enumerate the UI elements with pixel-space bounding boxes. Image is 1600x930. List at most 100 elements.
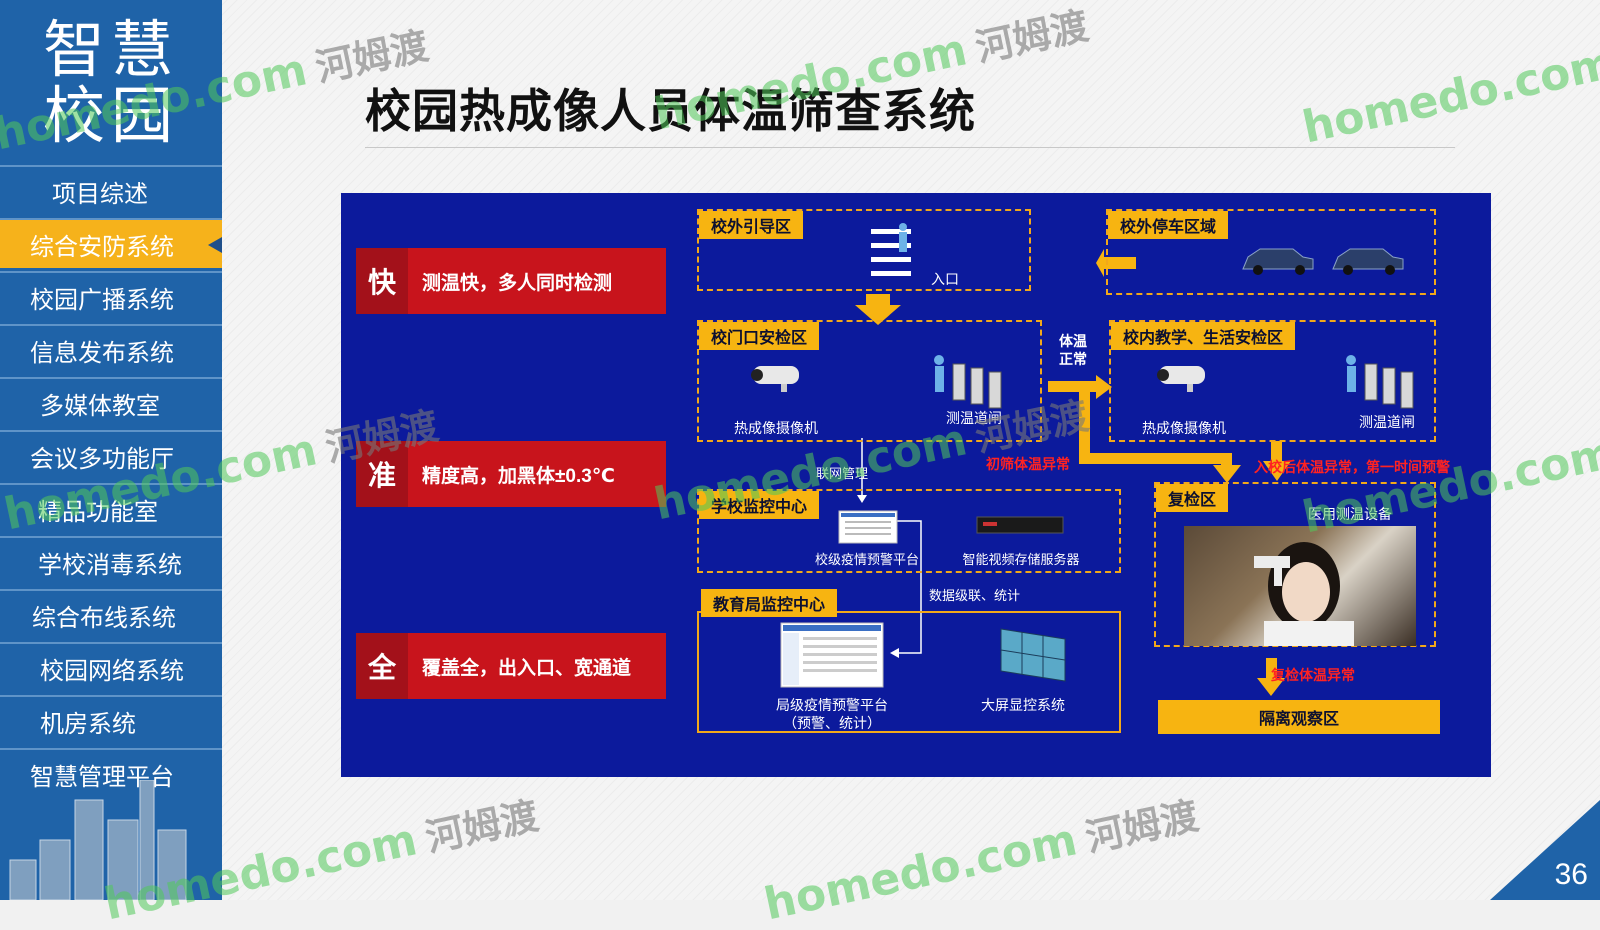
- brand-line-2: 校园: [42, 78, 179, 152]
- line-data-head: [890, 648, 899, 658]
- school-platform-label: 校级疫情预警平台: [814, 553, 920, 568]
- arrow-iso-head: [1257, 678, 1285, 696]
- zone-tag: 复检区: [1156, 484, 1229, 512]
- line-data-cascade: [891, 520, 922, 654]
- feature-text: 测温快，多人同时检测: [422, 272, 613, 294]
- recheck-abnormal-label: 复检体温异常: [1271, 667, 1355, 683]
- sidebar-item-network[interactable]: 校园网络系统: [0, 642, 222, 692]
- sidebar: 智慧 校园 项目综述 综合安防系统 校园广播系统 信息发布系统 多媒体教室 会议…: [0, 0, 222, 900]
- sidebar-item-label: 校园广播系统: [30, 286, 174, 314]
- sidebar-item-label: 精品功能室: [38, 498, 158, 526]
- arrow-inner-shaft: [1271, 441, 1282, 463]
- brand-logo-text: 智慧 校园: [0, 0, 222, 165]
- zone-outside-parking: 校外停车区域: [1106, 209, 1436, 295]
- zone-recheck: 复检区 医用测温设备: [1154, 482, 1436, 647]
- bureau-platform-sublabel: （预警、统计）: [783, 716, 881, 732]
- arrow-normal-head: [1096, 375, 1112, 399]
- thermal-camera-icon: [751, 366, 799, 392]
- sidebar-item-function-room[interactable]: 精品功能室: [0, 483, 222, 533]
- inside-abnormal-label: 入校后体温异常，第一时间预警: [1254, 459, 1450, 475]
- sidebar-item-label: 综合布线系统: [32, 604, 176, 632]
- zone-school-monitor: 学校监控中心 校级疫情预警平台 智能视频存储服务器: [697, 489, 1121, 573]
- video-server-label: 智能视频存储服务器: [962, 553, 1080, 568]
- arrow-guide-to-gate: [855, 294, 901, 325]
- car-icon: [1242, 248, 1404, 275]
- sidebar-item-broadcast[interactable]: 校园广播系统: [0, 271, 222, 321]
- temperature-check-photo: [1184, 526, 1416, 646]
- bureau-platform-screen-icon: [780, 622, 884, 688]
- feature-text: 精度高，加黑体±0.3℃: [422, 465, 615, 487]
- camera-label: 热成像摄像机: [1142, 421, 1226, 437]
- arrow-parking-to-guide: [1096, 249, 1136, 277]
- sidebar-item-disinfection[interactable]: 学校消毒系统: [0, 536, 222, 586]
- arrow-inner-head: [1263, 461, 1291, 481]
- zone-tag: 校门口安检区: [699, 322, 820, 350]
- sidebar-item-meeting-hall[interactable]: 会议多功能厅: [0, 430, 222, 480]
- temp-normal-line-2: 正常: [1059, 352, 1087, 368]
- zone-tag: 校内教学、生活安检区: [1111, 322, 1296, 350]
- line-network-head: [857, 495, 867, 503]
- city-skyline-image: [9, 780, 187, 900]
- zone-bureau-monitor: 教育局监控中心 局级疫情预警平台 （预警、统计） 大屏显控系统: [697, 589, 1121, 733]
- sidebar-item-cabling[interactable]: 综合布线系统: [0, 589, 222, 639]
- zone-tag: 教育局监控中心: [701, 589, 838, 617]
- arrow-abnormal-head: [1213, 465, 1241, 483]
- zone-tag: 学校监控中心: [699, 491, 820, 519]
- gate-label: 测温道闸: [946, 411, 1002, 427]
- isolation-zone: 隔离观察区: [1158, 700, 1440, 734]
- page-title: 校园热成像人员体温筛查系统: [365, 85, 976, 137]
- feature-complete: 全 覆盖全，出入口、宽通道: [356, 633, 666, 699]
- sidebar-item-security[interactable]: 综合安防系统: [0, 218, 222, 268]
- feature-accurate: 准 精度高，加黑体±0.3℃: [356, 441, 666, 507]
- diagram-panel: 快 测温快，多人同时检测 准 精度高，加黑体±0.3℃ 全 覆盖全，出入口、宽通…: [341, 193, 1491, 777]
- monitor-screen-icon: [838, 510, 898, 544]
- gate-label: 测温道闸: [1359, 415, 1415, 431]
- arrow-abnormal-horizontal: [1079, 453, 1229, 464]
- sidebar-item-overview[interactable]: 项目综述: [0, 165, 222, 215]
- temp-normal-label: 体温 正常: [1059, 333, 1087, 369]
- active-caret-icon: [208, 237, 222, 253]
- flow-connectors: [855, 249, 1291, 696]
- sidebar-item-label: 多媒体教室: [40, 392, 160, 420]
- video-wall-icon: [1000, 628, 1066, 682]
- temperature-gate-icon: [1346, 355, 1414, 409]
- sidebar-item-machine-room[interactable]: 机房系统: [0, 695, 222, 745]
- zone-tag: 校外停车区域: [1108, 211, 1229, 239]
- zone-gate-check: 校门口安检区 热成像摄像机 测温道闸: [697, 320, 1042, 442]
- title-divider: [365, 147, 1455, 148]
- zone-outside-guide: 校外引导区 入口: [697, 209, 1031, 291]
- brand-line-1: 智慧: [42, 12, 179, 86]
- arrow-abnormal-vertical: [1079, 389, 1090, 461]
- thermal-camera-icon: [1157, 366, 1205, 392]
- pedestrian-crossing-icon: [871, 223, 911, 276]
- corner-decoration: [1490, 800, 1600, 900]
- video-server-icon: [976, 516, 1064, 534]
- sidebar-item-label: 校园网络系统: [40, 657, 184, 685]
- network-label: 联网管理: [816, 467, 869, 482]
- arrow-normal-shaft: [1048, 381, 1098, 392]
- camera-label: 热成像摄像机: [734, 421, 818, 437]
- sidebar-item-label: 项目综述: [52, 180, 148, 208]
- arrow-abnormal-down: [1221, 453, 1232, 467]
- feature-char: 全: [356, 633, 408, 699]
- temperature-gate-icon: [934, 355, 1002, 409]
- video-wall-label: 大屏显控系统: [981, 698, 1065, 714]
- feature-fast: 快 测温快，多人同时检测: [356, 248, 666, 314]
- arrow-iso-shaft: [1266, 658, 1277, 680]
- sidebar-item-label: 信息发布系统: [30, 339, 174, 367]
- initial-abnormal-label: 初筛体温异常: [986, 456, 1070, 472]
- sidebar-item-label: 机房系统: [40, 710, 136, 738]
- bureau-platform-label: 局级疫情预警平台: [776, 698, 888, 714]
- sidebar-item-info-release[interactable]: 信息发布系统: [0, 324, 222, 374]
- entrance-label: 入口: [931, 272, 959, 288]
- data-cascade-label: 数据级联、统计: [929, 589, 1021, 604]
- zone-inner-check: 校内教学、生活安检区 热成像摄像机 测温道闸: [1109, 320, 1436, 442]
- zone-tag: 校外引导区: [699, 211, 804, 239]
- page-number: 36: [1554, 858, 1588, 891]
- sidebar-item-label: 会议多功能厅: [30, 445, 174, 473]
- sidebar-item-multimedia[interactable]: 多媒体教室: [0, 377, 222, 427]
- medical-device-label: 医用测温设备: [1308, 507, 1392, 523]
- feature-char: 准: [356, 441, 408, 507]
- temp-normal-line-1: 体温: [1059, 334, 1087, 350]
- person-checking-temperature-image: [1254, 542, 1354, 646]
